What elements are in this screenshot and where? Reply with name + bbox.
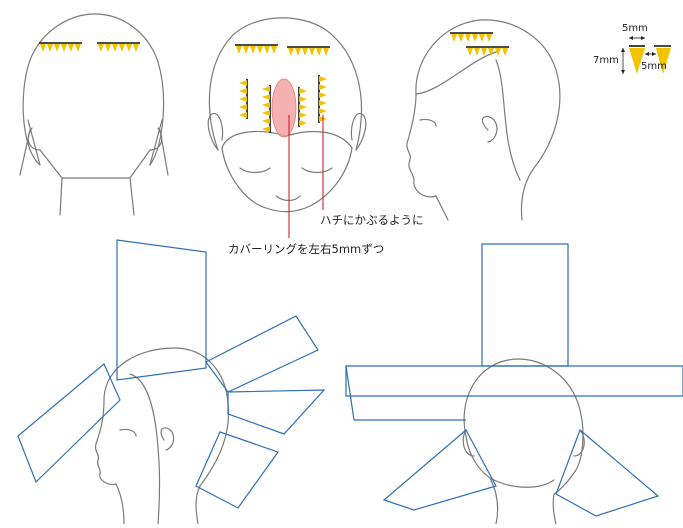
panel-left-lower-right — [195, 431, 279, 509]
weft-triangle — [299, 96, 307, 102]
triangle-row-side-top — [450, 32, 493, 42]
head-side-view — [406, 19, 561, 221]
triangle-row-back-left — [39, 42, 82, 52]
weft-triangle — [119, 44, 125, 52]
panel-left-top — [116, 239, 207, 381]
panel-left-mid-right — [227, 389, 326, 435]
weft-triangle — [302, 48, 308, 56]
weft-triangle — [323, 48, 329, 56]
callout-lines — [288, 115, 324, 238]
weft-triangle — [112, 44, 118, 52]
weft-triangle — [465, 34, 471, 42]
weft-triangle — [319, 108, 327, 114]
legend-height-label: 7mm — [593, 55, 619, 66]
panel-left-upper-right — [205, 315, 319, 393]
weft-triangle — [479, 34, 485, 42]
weft-triangle — [105, 44, 111, 52]
head-back-view — [19, 13, 169, 216]
annotation-cover-ring: カバーリングを左右5mmずつ — [228, 242, 384, 256]
legend-spacing-label: 5mm — [641, 61, 667, 72]
weft-triangle — [495, 48, 501, 56]
weft-triangle — [295, 48, 301, 56]
weft-triangle — [133, 44, 139, 52]
weft-triangle — [299, 112, 307, 118]
weft-triangle — [262, 102, 270, 108]
weft-triangle — [250, 46, 256, 54]
triangle-row-front-right — [287, 46, 330, 56]
weft-triangle — [47, 44, 53, 52]
weft-triangle — [262, 94, 270, 100]
weft-triangle — [262, 86, 270, 92]
weft-triangle — [488, 48, 494, 56]
weft-triangle — [239, 96, 247, 102]
weft-triangle — [316, 48, 322, 56]
weft-triangle — [239, 80, 247, 86]
weft-triangle — [299, 120, 307, 126]
weft-triangle — [239, 104, 247, 110]
weft-triangle — [262, 118, 270, 124]
weft-triangle — [458, 34, 464, 42]
weft-triangle — [481, 48, 487, 56]
covering-zone — [271, 78, 297, 138]
weft-triangle — [61, 44, 67, 52]
weft-triangle — [319, 100, 327, 106]
weft-triangle — [271, 46, 277, 54]
weft-triangle — [239, 88, 247, 94]
weft-triangle — [288, 48, 294, 56]
weft-triangle — [54, 44, 60, 52]
panel-right-lower-right — [555, 428, 660, 517]
panel-right-top — [481, 243, 569, 367]
head-back-panels-right — [462, 358, 585, 525]
weft-triangle — [319, 76, 327, 82]
weft-triangle — [126, 44, 132, 52]
weft-triangle — [451, 34, 457, 42]
panels-left — [17, 239, 326, 509]
weft-triangle — [262, 126, 270, 132]
weft-triangle — [75, 44, 81, 52]
weft-triangle — [257, 46, 263, 54]
weft-triangle — [472, 34, 478, 42]
legend-width-label: 5mm — [622, 23, 648, 34]
weft-triangle — [486, 34, 492, 42]
weft-triangle — [299, 104, 307, 110]
weft-triangle — [309, 48, 315, 56]
triangle-row-front-left — [235, 44, 278, 54]
weft-triangle — [467, 48, 473, 56]
weft-triangle — [299, 88, 307, 94]
weft-triangle — [262, 110, 270, 116]
panel-right-horizontal — [345, 365, 683, 397]
weft-triangle — [68, 44, 74, 52]
weft-triangle — [40, 44, 46, 52]
panel-right-lower-left — [382, 429, 497, 511]
front-weft-bars — [239, 75, 327, 133]
weft-triangle — [502, 48, 508, 56]
weft-triangle — [239, 112, 247, 118]
weft-triangle — [319, 92, 327, 98]
weft-triangle — [98, 44, 104, 52]
panels-right — [345, 243, 683, 517]
dimension-legend: 5mm 7mm 5mm — [593, 23, 671, 74]
weft-triangle — [236, 46, 242, 54]
weft-triangle — [264, 46, 270, 54]
weft-triangle — [474, 48, 480, 56]
weft-triangle — [319, 84, 327, 90]
triangle-row-back-right — [97, 42, 140, 52]
annotation-hachi: ハチにかぶるように — [320, 213, 424, 227]
weft-triangle — [243, 46, 249, 54]
triangle-row-side-bottom — [466, 46, 509, 56]
panel-left-left — [17, 363, 121, 484]
